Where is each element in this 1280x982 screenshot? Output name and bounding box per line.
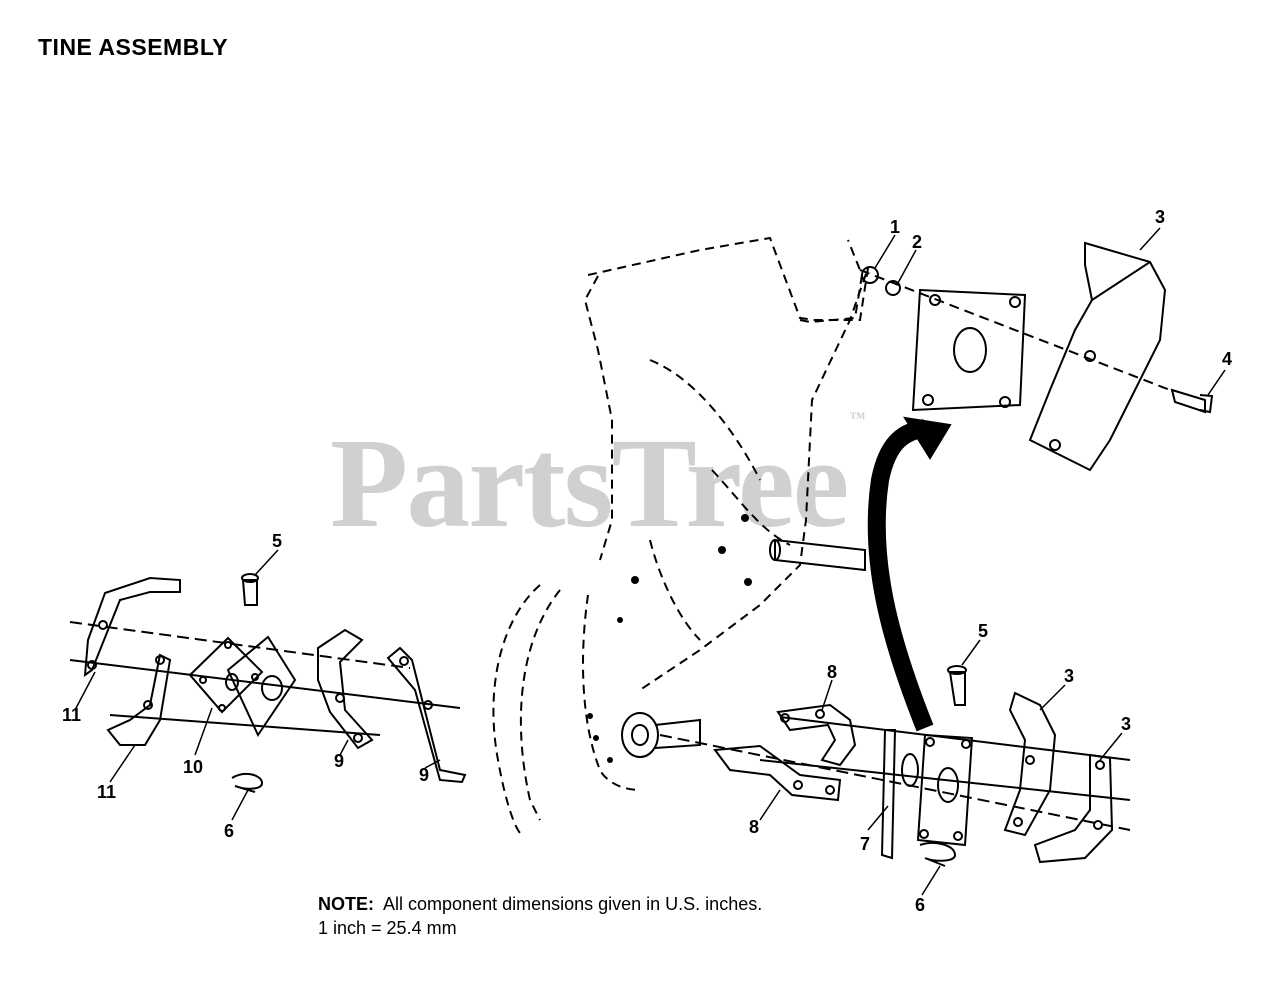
callout-8-lower: 8 [749,817,760,837]
callout-9-curved: 9 [334,751,345,771]
left-tine-shaft [69,621,461,736]
clip-6-right [919,842,957,867]
right-tine-shaft [659,716,1131,831]
bolt-4 [1170,388,1214,414]
watermark-text: PartsTree [330,412,849,554]
callout-3-top: 3 [1155,207,1166,227]
callout-3-end: 3 [1121,714,1132,734]
right-tine-8-upper [776,703,857,767]
callout-10: 10 [183,757,204,777]
callout-5-right: 5 [978,621,989,641]
right-tine-8-lower [713,744,842,802]
mounting-plate-top [911,288,1027,412]
pin-5-right [947,665,967,706]
clip-6-left [231,772,264,793]
note-line-1: NOTE: All component dimensions given in … [318,892,762,916]
curved-arrow [867,416,952,732]
note-block: NOTE: All component dimensions given in … [318,892,762,940]
callout-5-left: 5 [272,531,283,551]
callout-11-upper: 11 [62,705,82,725]
callout-9-end: 9 [419,765,430,785]
axle-hub [621,538,866,758]
nut-and-washer [859,266,1171,391]
right-tine-3-end [1033,753,1114,864]
callout-1: 1 [890,217,901,237]
callout-7: 7 [860,834,871,854]
left-tine-11-lower [106,653,172,746]
callout-8-upper: 8 [827,662,838,682]
right-plate [880,729,974,860]
note-line-2: 1 inch = 25.4 mm [318,918,457,938]
left-tine-9-end [386,646,467,784]
leader-lines [74,227,1226,896]
callout-2: 2 [912,232,923,252]
housing-bolt-holes [587,514,752,763]
callout-6-left: 6 [224,821,235,841]
watermark-trademark: ™ [849,410,865,427]
callout-3-middle: 3 [1064,666,1075,686]
right-tine-3-middle [1003,691,1057,837]
left-plate-10 [188,635,297,738]
callout-11-lower: 11 [97,782,117,802]
note-label: NOTE: [318,894,374,914]
pin-5-left [241,573,259,606]
note-text: All component dimensions given in U.S. i… [383,894,763,914]
callout-6-right: 6 [915,895,926,915]
tine-3-top [1028,241,1167,472]
callout-4: 4 [1222,349,1233,369]
left-tine-9-curved [317,628,374,750]
page-title: TINE ASSEMBLY [38,34,229,60]
left-tine-11-upper [83,576,181,678]
